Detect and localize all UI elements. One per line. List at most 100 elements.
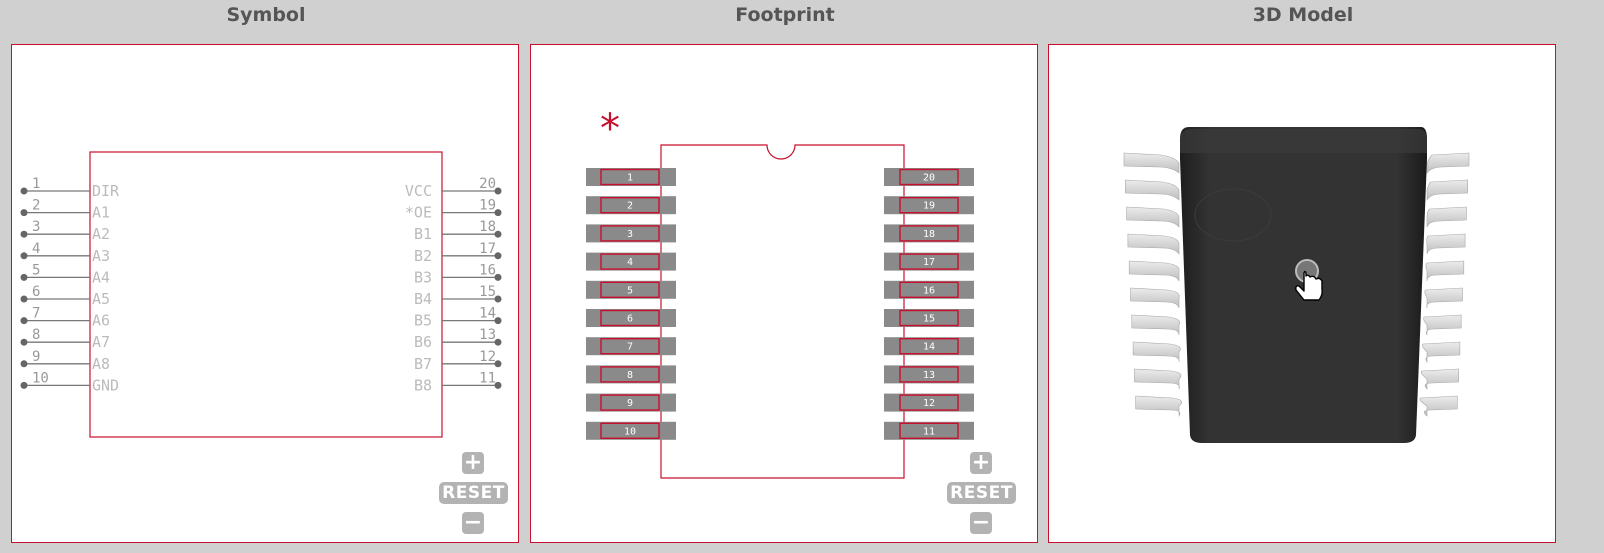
pin-name: DIR [92, 182, 120, 200]
pad-copper [586, 168, 676, 186]
pad-number: 7 [627, 342, 633, 353]
pin-end-dot [494, 317, 502, 325]
model-lead-right [1426, 179, 1468, 202]
zoom-out-button[interactable]: − [970, 510, 992, 535]
footprint-pad: 7 [586, 337, 676, 356]
pin-end-dot [20, 338, 28, 346]
pin-end-dot [20, 230, 28, 238]
pin1-dimple [1194, 188, 1272, 242]
pin-end-dot [494, 360, 502, 368]
pin-name: B4 [414, 290, 432, 308]
model-lead-left [1125, 179, 1180, 201]
pad-copper [884, 421, 974, 440]
pad-copper [884, 196, 974, 215]
pad-outline [600, 225, 660, 242]
pad-copper [586, 309, 676, 327]
zoom-in-button[interactable]: + [970, 450, 992, 475]
pad-outline [899, 168, 959, 186]
pin-number: 15 [479, 284, 496, 300]
pad-outline [899, 422, 959, 439]
footprint-pad: 8 [586, 365, 676, 384]
model-panel[interactable] [1048, 44, 1556, 543]
pad-copper [586, 196, 676, 215]
symbol-body [89, 151, 443, 438]
pin-end-dot [494, 273, 502, 281]
model-lead-right [1426, 152, 1470, 174]
model-lead-right [1423, 314, 1462, 336]
pin-number: 7 [32, 306, 40, 322]
model-lead-left [1135, 395, 1183, 418]
pin-end-dot [20, 317, 28, 325]
zoom-in-button[interactable]: + [462, 450, 484, 475]
footprint-pad: 10 [586, 421, 676, 440]
pin-number: 19 [479, 198, 496, 214]
footprint-pad: 6 [586, 309, 676, 327]
pad-number: 1 [627, 173, 633, 184]
pin-number: 20 [479, 176, 496, 192]
pad-number: 8 [627, 370, 633, 381]
pad-outline [600, 394, 660, 411]
pin-end-dot [494, 230, 502, 238]
pin-end-dot [20, 252, 28, 260]
pad-number: 14 [923, 342, 935, 353]
footprint-pad: 5 [586, 280, 676, 299]
pad-outline [600, 422, 660, 439]
pad-copper [586, 421, 676, 440]
pin-end-dot [494, 381, 502, 389]
pin-name: B7 [414, 355, 432, 373]
footprint-outline [660, 144, 905, 479]
footprint-pad: 9 [586, 393, 676, 412]
pad-number: 9 [627, 398, 633, 409]
zoom-out-button[interactable]: − [462, 510, 484, 535]
footprint-pad: 1 [586, 168, 676, 186]
pin-name: VCC [405, 182, 432, 200]
reset-button[interactable]: RESET [947, 482, 1016, 504]
pin-number: 11 [479, 370, 496, 386]
pin-end-dot [20, 209, 28, 217]
pad-copper [884, 393, 974, 412]
footprint-pad: 18 [884, 224, 974, 243]
footprint-pad: 12 [884, 393, 974, 412]
pad-copper [884, 365, 974, 384]
pad-outline [899, 394, 959, 411]
model-lead-left [1128, 260, 1180, 282]
pin-name: A2 [92, 225, 110, 243]
pin-end-dot [494, 338, 502, 346]
pad-number: 12 [923, 398, 935, 409]
pin-number: 9 [32, 349, 40, 365]
pad-outline [899, 309, 959, 327]
footprint-pad: 2 [586, 196, 676, 215]
pad-copper [586, 337, 676, 356]
hand-pointer-icon [1295, 259, 1323, 301]
pad-outline [899, 366, 959, 383]
model-lead-left [1131, 314, 1181, 336]
pin-number: 16 [479, 262, 496, 278]
pin-number: 13 [479, 327, 496, 343]
reset-button[interactable]: RESET [439, 482, 508, 504]
model-lead-right [1420, 368, 1459, 390]
model-viewport[interactable] [1049, 45, 1556, 543]
pad-outline [899, 281, 959, 299]
pin-end-dot [494, 295, 502, 303]
pad-outline [899, 196, 959, 214]
pad-number: 4 [627, 257, 633, 268]
model-lead-left [1130, 287, 1180, 309]
footprint-pad: 13 [884, 365, 974, 384]
pin-name: B5 [414, 312, 432, 330]
footprint-pad: 17 [884, 252, 974, 271]
pad-copper [586, 365, 676, 384]
pin-right: 19*OE [405, 198, 502, 222]
pin-name: A7 [92, 333, 110, 351]
model-lead-right [1424, 287, 1463, 309]
pad-copper [884, 252, 974, 271]
pad-outline [899, 225, 959, 242]
pad-copper [586, 252, 676, 271]
